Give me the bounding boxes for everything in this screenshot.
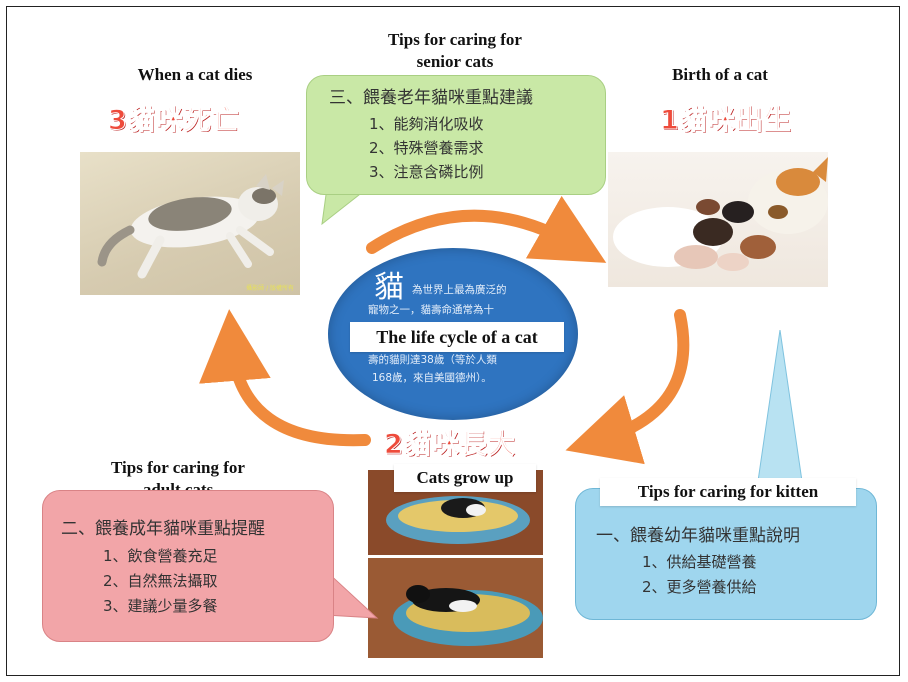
adult-tip-3: 3、建議少量多餐 xyxy=(103,595,218,617)
senior-english-line1: Tips for caring for xyxy=(340,29,570,51)
kitten-tips-title: 一、餵養幼年貓咪重點說明 xyxy=(596,525,800,547)
senior-tips-bubble: 三、餵養老年貓咪重點建議 1、能夠消化吸收 2、特殊營養需求 3、注意含磷比例 xyxy=(306,75,606,195)
newborn-kittens-illustration xyxy=(608,152,828,287)
center-text-line2: 寵物之一，貓壽命通常為十 xyxy=(368,302,494,317)
kitten-pointer xyxy=(745,330,805,490)
senior-tip-2: 2、特殊營養需求 xyxy=(369,137,484,159)
birth-english-label: Birth of a cat xyxy=(620,64,820,86)
dead-cat-illustration xyxy=(80,152,300,295)
birth-chinese-label: 1貓咪出生 xyxy=(660,98,792,137)
grown-cats-illustration xyxy=(368,470,543,658)
adult-tip-2: 2、自然無法攝取 xyxy=(103,570,218,592)
kitten-tips-bubble: 一、餵養幼年貓咪重點說明 1、供給基礎營養 2、更多營養供給 xyxy=(575,488,877,620)
grown-cats-photo xyxy=(368,470,543,658)
center-text-line4: 壽的貓則達38歲（等於人類 xyxy=(368,352,497,367)
center-cat-character: 貓 xyxy=(374,262,404,306)
senior-english-line2: senior cats xyxy=(340,51,570,73)
senior-tip-1: 1、能夠消化吸收 xyxy=(369,113,484,135)
adult-tips-bubble: 二、餵養成年貓咪重點提醒 1、飲食營養充足 2、自然無法攝取 3、建議少量多餐 xyxy=(42,490,334,642)
photo-watermark: 攝影師 / 版權所有 xyxy=(246,283,294,292)
arrow-senior-to-birth xyxy=(372,216,575,248)
adult-tip-1: 1、飲食營養充足 xyxy=(103,545,218,567)
grow-english-label: Cats grow up xyxy=(394,464,536,492)
center-text-line5: 168歲，來自美國德州）。 xyxy=(372,370,492,385)
kitten-english-label: Tips for caring for kitten xyxy=(600,478,856,506)
arrow-birth-to-grow xyxy=(600,315,683,440)
senior-tips-title: 三、餵養老年貓咪重點建議 xyxy=(329,87,533,109)
dead-cat-photo: 攝影師 / 版權所有 xyxy=(80,152,300,295)
kitten-tip-2: 2、更多營養供給 xyxy=(642,576,757,598)
death-english-label: When a cat dies xyxy=(95,64,295,86)
grow-chinese-label: 2貓咪長大 xyxy=(384,422,516,461)
adult-tips-title: 二、餵養成年貓咪重點提醒 xyxy=(61,518,265,540)
death-chinese-label: 3貓咪死亡 xyxy=(108,98,240,137)
senior-tip-3: 3、注意含磷比例 xyxy=(369,161,484,183)
center-english-label: The life cycle of a cat xyxy=(350,322,564,352)
center-text-line1: 為世界上最為廣泛的 xyxy=(412,282,507,297)
adult-english-line1: Tips for caring for xyxy=(78,457,278,479)
kitten-tip-1: 1、供給基礎營養 xyxy=(642,551,757,573)
newborn-kittens-photo xyxy=(608,152,828,287)
